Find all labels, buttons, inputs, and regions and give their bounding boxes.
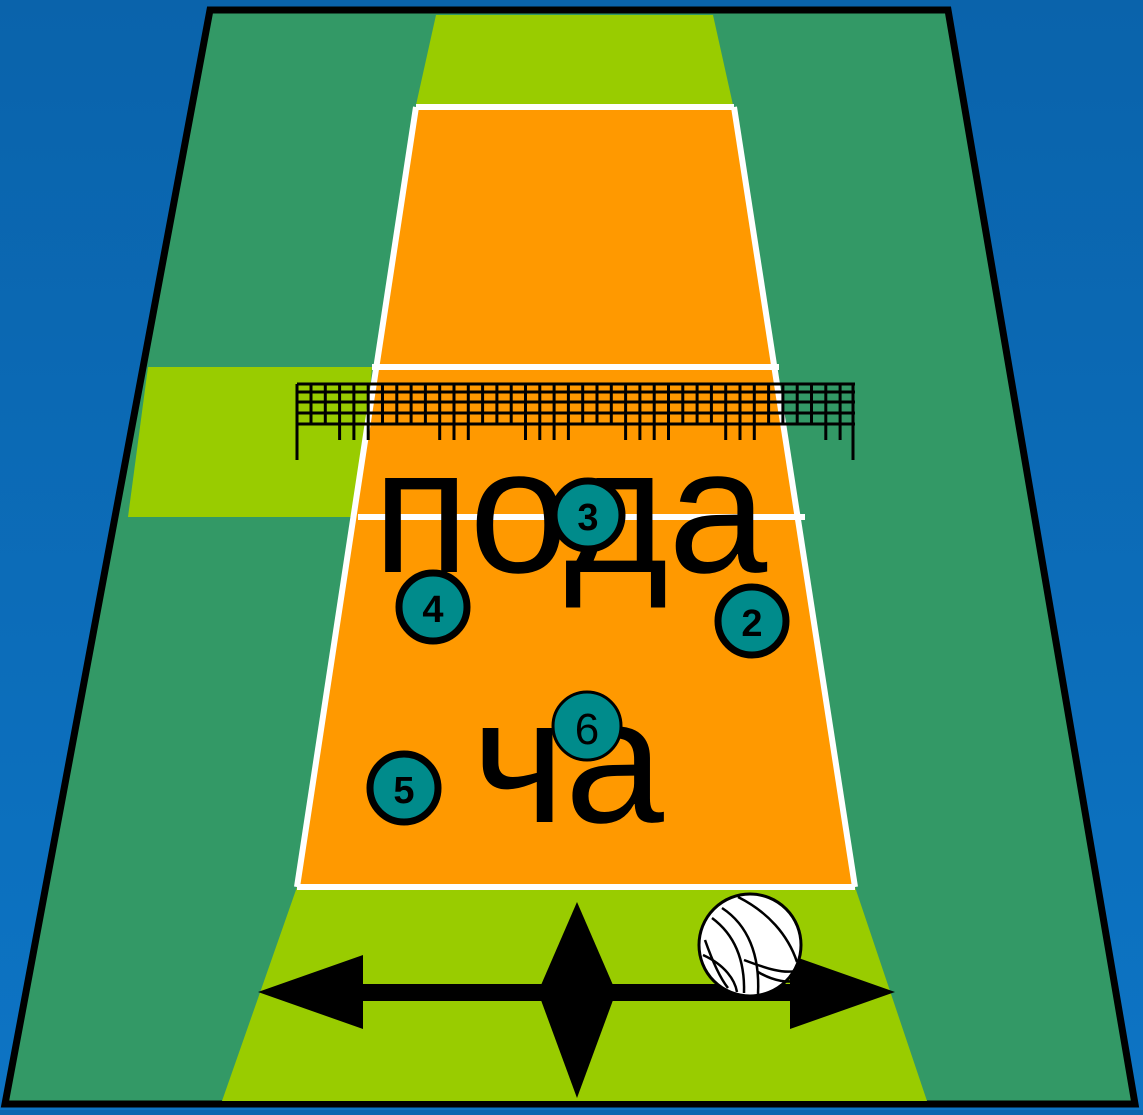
player-number: 3 [577,497,598,539]
player-4: 4 [399,573,467,641]
player-number: 5 [393,770,414,812]
caption-line-2: ча [472,661,664,860]
player-2: 2 [718,587,786,655]
far-free-zone [416,15,733,105]
player-number: 4 [422,589,443,631]
player-5: 5 [370,754,438,822]
player-number: 2 [741,603,762,645]
player-6: 6 [553,692,621,760]
player-3: 3 [554,481,622,549]
volleyball-icon [699,894,801,996]
player-number: 6 [575,705,599,754]
substitution-zone [128,367,372,517]
